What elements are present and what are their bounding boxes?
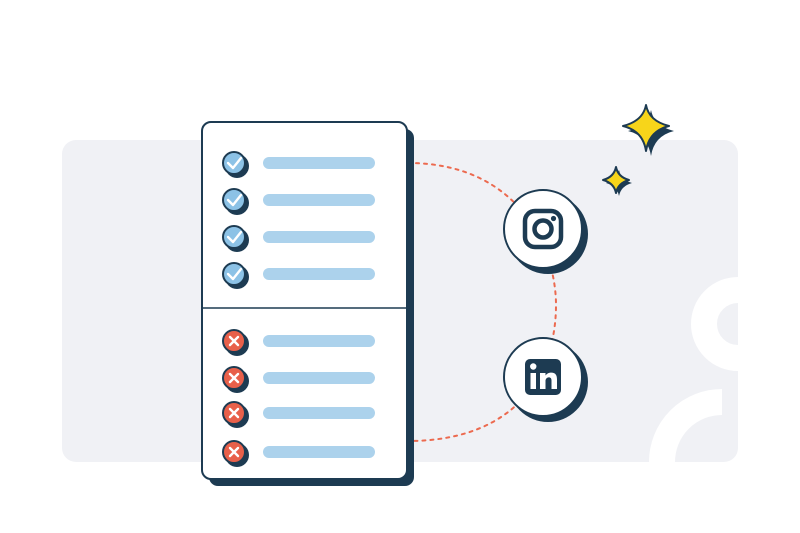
instagram-badge	[503, 189, 588, 274]
list-item	[222, 329, 375, 356]
check-icon	[222, 262, 246, 286]
placeholder-line	[263, 335, 375, 347]
placeholder-line	[263, 268, 375, 280]
placeholder-line	[263, 446, 375, 458]
connector-line	[407, 162, 558, 442]
rejected-list	[222, 329, 375, 467]
linkedin-icon	[525, 359, 561, 395]
list-item	[222, 151, 375, 178]
list-item	[222, 188, 375, 215]
checklist-card	[201, 121, 414, 486]
placeholder-line	[263, 157, 375, 169]
placeholder-line	[263, 407, 375, 419]
placeholder-line	[263, 194, 375, 206]
list-item	[222, 401, 375, 428]
list-item	[222, 262, 375, 289]
check-icon	[222, 151, 246, 175]
list-item	[222, 366, 375, 393]
placeholder-line	[263, 372, 375, 384]
placeholder-line	[263, 231, 375, 243]
sparkle-small-icon	[602, 166, 632, 196]
check-icon	[222, 188, 246, 212]
linkedin-badge	[503, 337, 588, 422]
instagram-icon	[522, 208, 564, 250]
decorative-arcs	[649, 277, 739, 463]
sparkle-large-icon	[622, 104, 674, 156]
approved-list	[222, 151, 375, 289]
list-item	[222, 440, 375, 467]
list-item	[222, 225, 375, 252]
check-icon	[222, 225, 246, 249]
